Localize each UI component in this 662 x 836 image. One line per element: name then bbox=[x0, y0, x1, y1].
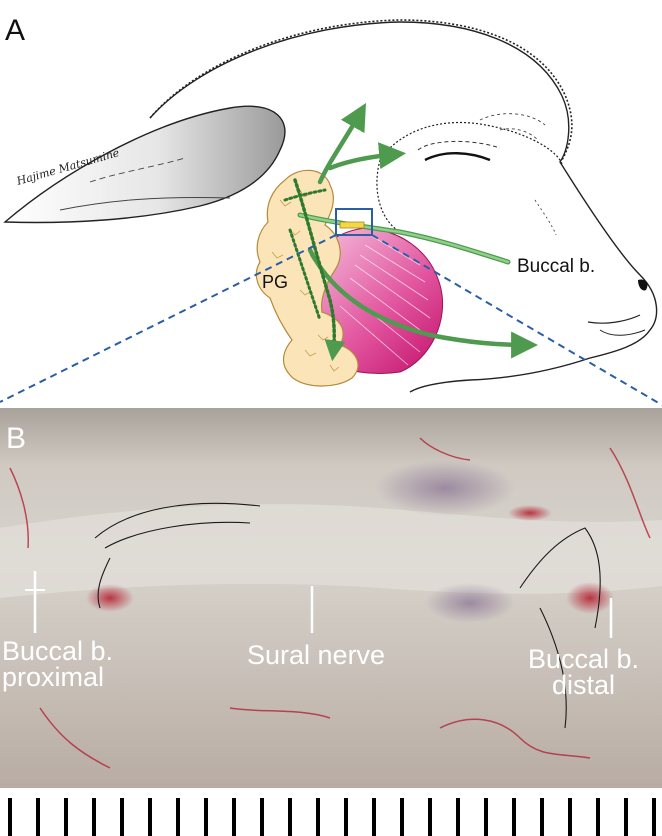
sheep-head-drawing: Hajime Matsumine bbox=[0, 14, 662, 406]
panel-a-illustration: Hajime Matsumine bbox=[0, 0, 662, 408]
surgical-photo bbox=[0, 408, 662, 836]
face-contour bbox=[376, 121, 563, 233]
label-buccal-distal-line2: distal bbox=[552, 670, 616, 700]
head-wool-outline bbox=[149, 19, 573, 161]
label-buccal-proximal-line2: proximal bbox=[2, 662, 105, 692]
mouth bbox=[587, 314, 641, 324]
ruler bbox=[0, 788, 662, 836]
zoom-line-left bbox=[0, 234, 337, 403]
panel-a-letter: A bbox=[5, 14, 25, 47]
ear bbox=[3, 105, 286, 224]
panel-b-photo: B Buccal b. proximal Sural nerve Buccal … bbox=[0, 408, 662, 836]
head-outline bbox=[149, 21, 658, 393]
buccal-segment-highlight bbox=[339, 221, 365, 229]
nostril bbox=[638, 279, 648, 291]
zoom-region-box bbox=[335, 208, 373, 236]
label-buccal-distal: Buccal b. distal bbox=[528, 644, 640, 700]
label-buccal-proximal-line1: Buccal b. bbox=[2, 636, 114, 666]
label-buccal-distal-line1: Buccal b. bbox=[528, 644, 640, 674]
panel-b-letter: B bbox=[6, 422, 27, 455]
ruler-ticks bbox=[8, 798, 656, 836]
blood-vessels bbox=[9, 437, 651, 769]
eye bbox=[424, 152, 491, 162]
sutures bbox=[94, 502, 601, 729]
gland-label: PG bbox=[262, 272, 288, 292]
label-buccal-proximal: Buccal b. proximal bbox=[2, 636, 114, 692]
facial-nerve-branches bbox=[283, 102, 539, 362]
zoom-line-right bbox=[371, 234, 662, 406]
label-sural-nerve: Sural nerve bbox=[247, 640, 386, 670]
buccal-branch-label: Buccal b. bbox=[517, 256, 595, 277]
muscle-fibres bbox=[339, 234, 431, 366]
